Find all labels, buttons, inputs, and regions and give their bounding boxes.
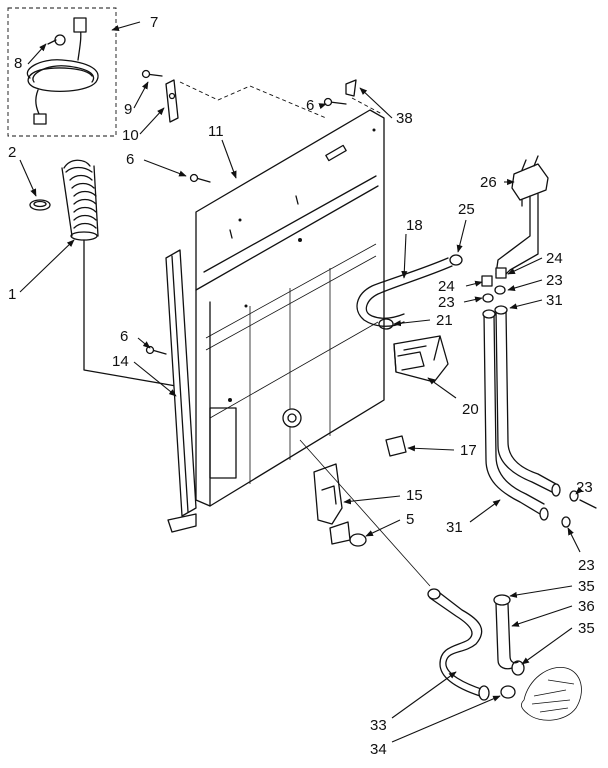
fill-hose xyxy=(356,257,453,327)
bracket-10 xyxy=(165,79,179,123)
callout-24-right: 24 xyxy=(546,250,563,267)
callout-35-top: 35 xyxy=(578,578,595,595)
callout-20: 20 xyxy=(462,401,479,418)
callout-35-lower: 35 xyxy=(578,620,595,637)
callout-8: 8 xyxy=(14,55,22,72)
leader-lines xyxy=(19,21,584,743)
callout-14: 14 xyxy=(112,353,129,370)
water-inlet-valve xyxy=(495,155,549,275)
callout-6-middle: 6 xyxy=(126,151,134,168)
hose-clamp-25 xyxy=(449,254,463,266)
rear-panel xyxy=(195,109,385,507)
callout-23-upper: 23 xyxy=(576,479,593,496)
callout-15: 15 xyxy=(406,487,423,504)
callout-34: 34 xyxy=(370,741,387,758)
callout-31-right: 31 xyxy=(546,292,563,309)
leader-line-clip xyxy=(351,97,383,115)
callout-24-left: 24 xyxy=(438,278,455,295)
callout-38: 38 xyxy=(396,110,413,127)
callout-36: 36 xyxy=(578,598,595,615)
drain-hose xyxy=(61,159,177,387)
callout-26: 26 xyxy=(480,174,497,191)
screw-top xyxy=(323,97,347,107)
callout-23-right: 23 xyxy=(546,272,563,289)
callout-17: 17 xyxy=(460,442,477,459)
power-cord-kit xyxy=(7,7,117,137)
callout-21: 21 xyxy=(436,312,453,329)
plug-17 xyxy=(385,435,407,457)
callout-18: 18 xyxy=(406,217,423,234)
callout-6-lower: 6 xyxy=(120,328,128,345)
side-brace xyxy=(165,249,197,533)
clip-38 xyxy=(345,79,357,97)
hose-clamp-21 xyxy=(378,318,394,330)
leader-line-upper xyxy=(179,81,327,119)
callout-23-lower: 23 xyxy=(578,557,595,574)
drain-route-line xyxy=(299,439,431,587)
pump-bracket xyxy=(393,335,449,383)
callout-25: 25 xyxy=(458,201,475,218)
screw-middle xyxy=(189,173,211,183)
callout-7: 7 xyxy=(150,14,158,31)
clip-9 xyxy=(141,69,163,79)
drain-hose-assembly xyxy=(427,588,582,721)
callout-33: 33 xyxy=(370,717,387,734)
fitting-24-right xyxy=(495,267,507,279)
callout-9: 9 xyxy=(124,101,132,118)
inlet-hoses xyxy=(482,305,597,528)
callout-11: 11 xyxy=(208,123,224,140)
callout-6-top: 6 xyxy=(306,97,314,114)
fitting-24-left xyxy=(481,275,493,287)
hose-clamp xyxy=(29,199,51,211)
callout-5: 5 xyxy=(406,511,414,528)
callout-31-lower: 31 xyxy=(446,519,463,536)
callout-23-left: 23 xyxy=(438,294,455,311)
callout-2: 2 xyxy=(8,144,16,161)
washer-23-right xyxy=(494,285,506,295)
callout-1: 1 xyxy=(8,286,16,303)
washer-23-left xyxy=(482,293,494,303)
callout-10: 10 xyxy=(122,127,139,144)
